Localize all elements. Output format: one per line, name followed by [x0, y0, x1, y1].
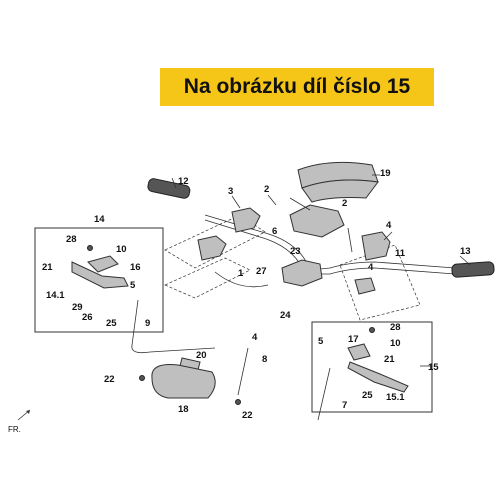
label-10a: 10 [116, 244, 127, 255]
right-switch-housing [361, 231, 391, 261]
label-14: 14 [94, 214, 105, 225]
cable-9 [131, 299, 216, 354]
label-4c: 4 [252, 332, 258, 343]
label-15: 15 [428, 362, 439, 373]
label-10b: 10 [390, 338, 401, 349]
label-21a: 21 [42, 262, 53, 273]
label-14-1: 14.1 [46, 290, 65, 301]
bolt-2-right [347, 227, 353, 253]
banner-text: Na obrázku díl číslo 15 [183, 75, 411, 98]
left-switch-housing-lower [197, 235, 227, 261]
label-28a: 28 [66, 234, 77, 245]
bracket-area-left-lower [164, 257, 251, 299]
right-lever-bracket [347, 343, 371, 361]
screw-28-right [369, 327, 375, 333]
label-22a: 22 [104, 374, 115, 385]
label-6: 6 [272, 226, 277, 237]
label-25b: 25 [362, 390, 373, 401]
part-number-banner: Na obrázku díl číslo 15 [160, 68, 434, 106]
cable-7 [317, 367, 331, 421]
label-5b: 5 [318, 336, 324, 347]
front-arrow-head [26, 410, 30, 414]
headlight-cover [151, 364, 216, 399]
label-23: 23 [290, 246, 301, 257]
label-12: 12 [178, 176, 189, 187]
label-9: 9 [145, 318, 150, 329]
cable-8 [237, 347, 249, 396]
screw-22-left [139, 375, 145, 381]
label-2b: 2 [342, 198, 347, 209]
label-1: 1 [238, 268, 244, 279]
label-18: 18 [178, 404, 189, 415]
label-11: 11 [395, 248, 406, 259]
label-4a: 4 [386, 220, 392, 231]
bracket-area-left [164, 214, 266, 269]
right-switch-housing-lower [354, 277, 376, 295]
label-4b: 4 [368, 262, 374, 273]
label-5a: 5 [130, 280, 136, 291]
screw-28-left [87, 245, 93, 251]
label-21b: 21 [384, 354, 395, 365]
label-16: 16 [130, 262, 141, 273]
right-grip [451, 261, 495, 278]
leader-13 [459, 255, 471, 266]
handlebar-cover-lower [301, 179, 379, 203]
leader-2a [267, 194, 277, 206]
right-lever-assembly-box [311, 321, 433, 413]
bolt-2-left [289, 197, 311, 211]
screw-22-right [235, 399, 241, 405]
label-28b: 28 [390, 322, 401, 333]
left-switch-housing-upper [231, 207, 261, 233]
left-lever-assembly-box [34, 227, 164, 333]
label-15-1: 15.1 [386, 392, 405, 403]
label-17: 17 [348, 334, 359, 345]
leader-3 [231, 195, 241, 209]
leader-12 [171, 177, 177, 189]
label-26: 26 [82, 312, 93, 323]
label-19: 19 [380, 168, 391, 179]
left-lever-bracket [87, 255, 119, 273]
right-lever [347, 361, 409, 393]
label-7: 7 [342, 400, 347, 411]
cable-1 [214, 271, 269, 288]
center-clamp [281, 259, 323, 287]
left-grip [147, 178, 191, 199]
label-3: 3 [228, 186, 233, 197]
front-direction-label: FR. [8, 425, 21, 434]
label-2a: 2 [264, 184, 269, 195]
label-20: 20 [196, 350, 207, 361]
label-29: 29 [72, 302, 83, 313]
handlebar-cover-insert [289, 204, 345, 238]
label-27: 27 [256, 266, 267, 277]
label-22b: 22 [242, 410, 253, 421]
label-8: 8 [262, 354, 267, 365]
label-13: 13 [460, 246, 471, 257]
label-24: 24 [280, 310, 291, 321]
label-25a: 25 [106, 318, 117, 329]
leader-4 [383, 231, 393, 241]
left-lever [71, 261, 129, 289]
